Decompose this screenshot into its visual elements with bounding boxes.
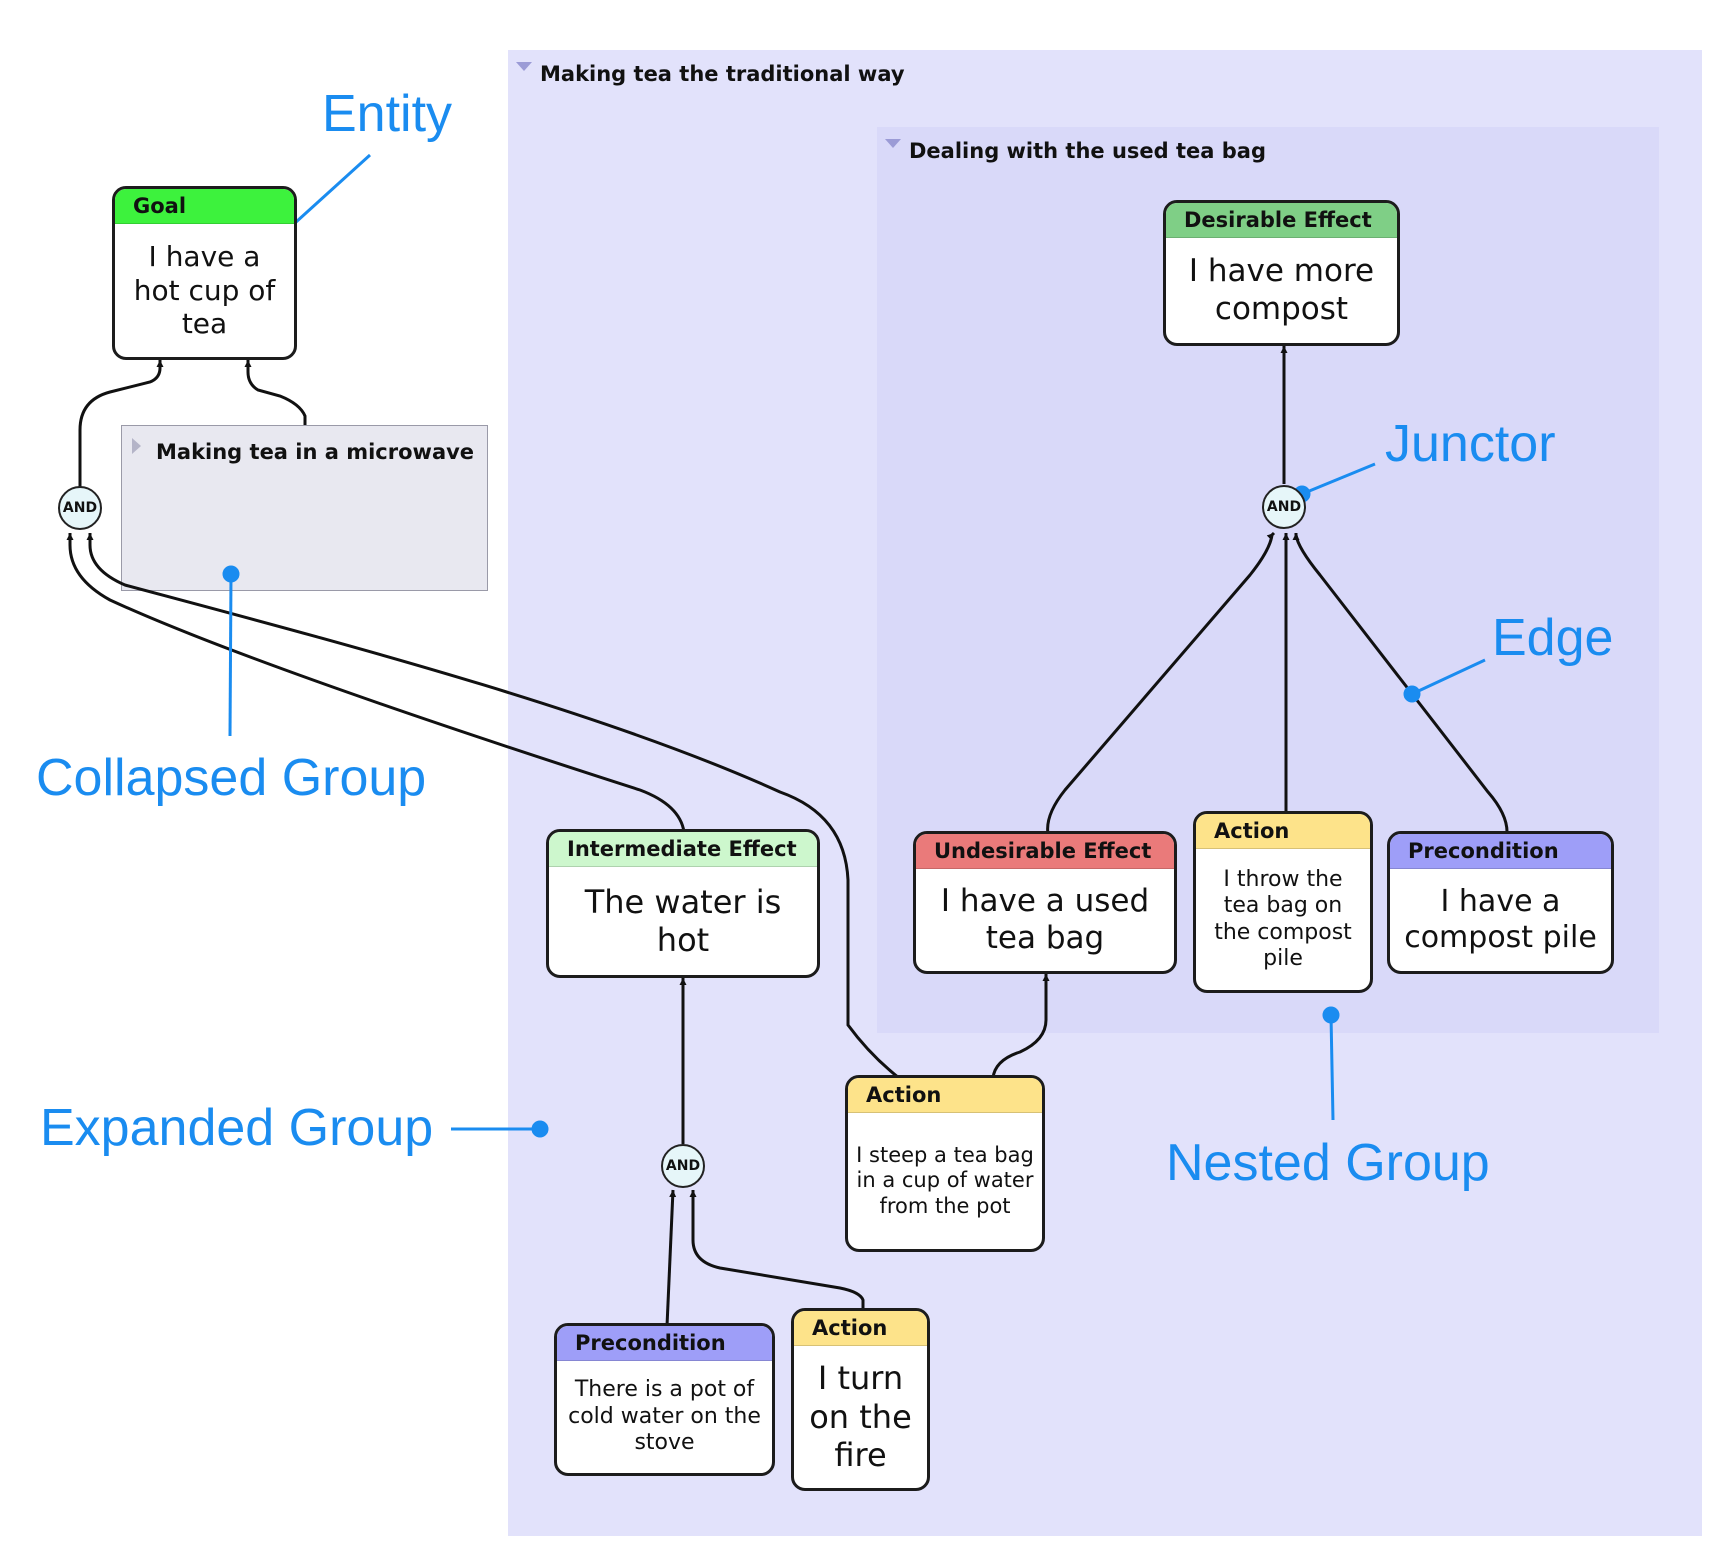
group-expand-triangle-icon[interactable] [516, 62, 532, 71]
entity-type-label: Action [794, 1311, 927, 1346]
callout-line-collapsed [228, 573, 233, 737]
entity-type-label: Desirable Effect [1166, 203, 1397, 238]
entity-intermediate-effect[interactable]: Intermediate Effect The water is hot [546, 829, 820, 978]
entity-text: There is a pot of cold water on the stov… [568, 1377, 761, 1456]
callout-collapsed-group: Collapsed Group [36, 749, 427, 807]
entity-text: I have a used tea bag [940, 882, 1150, 956]
entity-action-steep[interactable]: Action I steep a tea bag in a cup of wat… [845, 1075, 1045, 1252]
collapsed-group[interactable]: Making tea in a microwave [121, 425, 488, 591]
entity-type-label: Undesirable Effect [916, 834, 1174, 869]
entity-precondition-water[interactable]: Precondition There is a pot of cold wate… [554, 1323, 775, 1476]
entity-type-label: Intermediate Effect [549, 832, 817, 867]
entity-action-fire[interactable]: Action I turn on the fire [791, 1308, 930, 1491]
entity-type-label: Action [1196, 814, 1370, 849]
entity-type-label: Goal [115, 189, 294, 224]
callout-nested-group: Nested Group [1166, 1134, 1490, 1192]
junctor-and-goal[interactable]: AND [58, 486, 102, 530]
outer-group-title: Making tea the traditional way [540, 62, 905, 86]
entity-undesirable-effect[interactable]: Undesirable Effect I have a used tea bag [913, 831, 1177, 974]
junctor-and-compost[interactable]: AND [1262, 485, 1306, 529]
nested-group-title: Dealing with the used tea bag [909, 139, 1267, 163]
junctor-and-water[interactable]: AND [661, 1144, 705, 1188]
entity-text: I have a hot cup of tea [133, 240, 276, 341]
entity-action-throw[interactable]: Action I throw the tea bag on the compos… [1193, 811, 1373, 993]
entity-text: I steep a tea bag in a cup of water from… [856, 1143, 1034, 1218]
entity-goal[interactable]: Goal I have a hot cup of tea [112, 186, 297, 360]
callout-edge: Edge [1492, 609, 1614, 667]
entity-text: I have more compost [1188, 253, 1375, 327]
entity-type-label: Precondition [557, 1326, 772, 1361]
entity-type-label: Precondition [1390, 834, 1611, 869]
group-collapse-triangle-icon[interactable] [132, 438, 141, 454]
entity-precondition-compost[interactable]: Precondition I have a compost pile [1387, 831, 1614, 974]
entity-desirable-effect[interactable]: Desirable Effect I have more compost [1163, 200, 1400, 346]
entity-text: The water is hot [584, 882, 782, 959]
group-expand-triangle-icon[interactable] [885, 139, 901, 148]
entity-type-label: Action [848, 1078, 1042, 1113]
callout-expanded-group: Expanded Group [40, 1099, 434, 1157]
entity-text: I have a compost pile [1404, 884, 1597, 955]
collapsed-group-title: Making tea in a microwave [156, 440, 475, 464]
entity-text: I turn on the fire [809, 1359, 912, 1475]
entity-text: I throw the tea bag on the compost pile [1214, 866, 1352, 971]
callout-line-entity [283, 153, 372, 234]
callout-junctor: Junctor [1385, 415, 1556, 473]
callout-entity: Entity [322, 85, 453, 143]
edge-collapsed-group-to-goal [244, 360, 307, 425]
